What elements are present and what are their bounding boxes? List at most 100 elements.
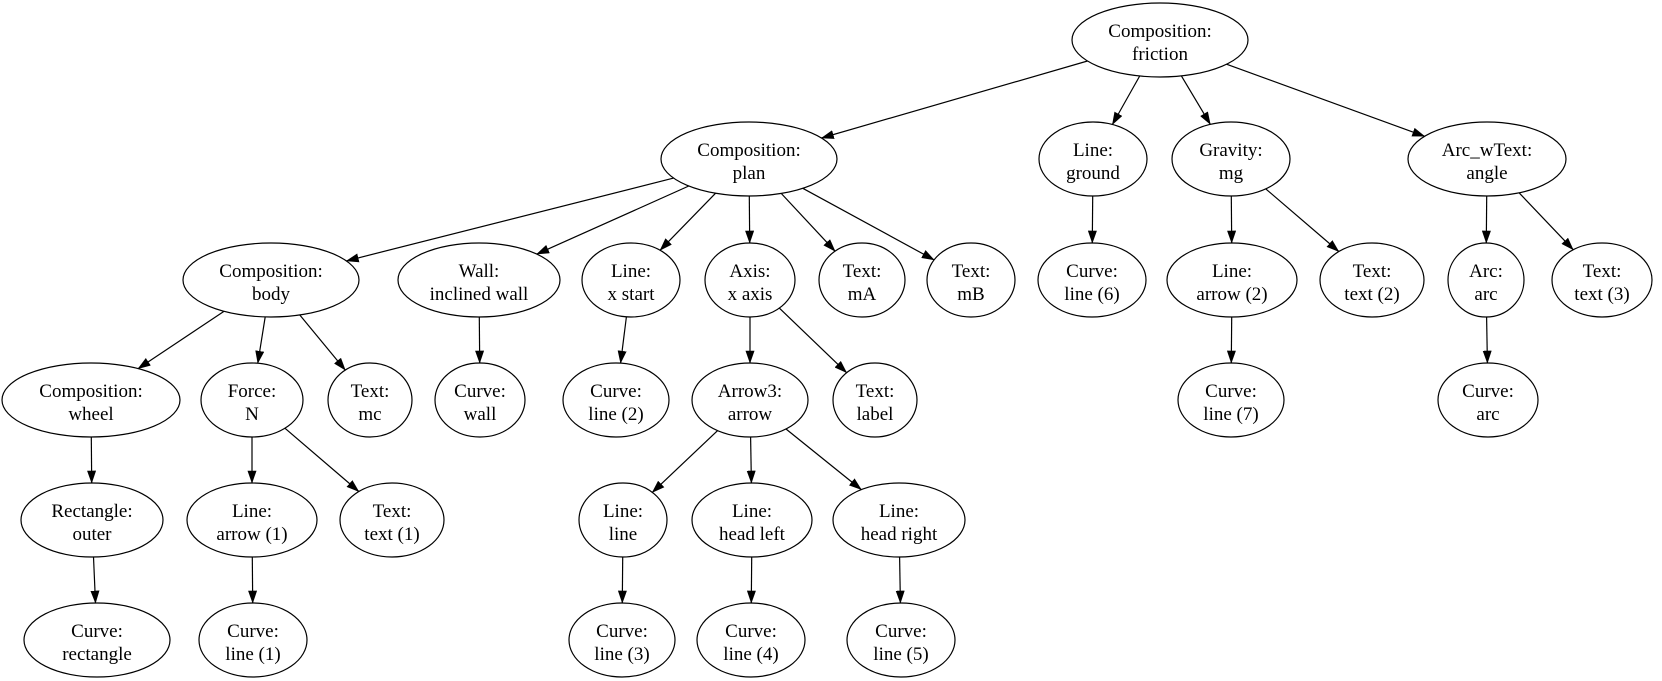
edge-plan-wall	[536, 185, 690, 255]
node-label-type-wall: Wall:	[459, 261, 500, 282]
node-label-type-mc: Text:	[351, 381, 390, 402]
node-label-name-headright: head right	[861, 524, 938, 545]
node-label-name-forceN: N	[245, 404, 259, 425]
node-arrow3: Arrow3:arrow	[691, 362, 809, 438]
node-label-name-arrow1: arrow (1)	[216, 524, 287, 545]
node-label-name-plan: plan	[733, 163, 766, 184]
node-label-name-text3: text (3)	[1574, 284, 1629, 305]
node-label-name-curveline5: line (5)	[873, 644, 928, 665]
node-mc: Text:mc	[327, 362, 413, 438]
edge-headright-curveline5	[895, 556, 905, 604]
node-label-name-text1: text (1)	[364, 524, 419, 545]
node-ellipse-text1	[339, 482, 445, 558]
node-label-type-friction: Composition:	[1108, 21, 1211, 42]
node-label-type-ground: Line:	[1073, 140, 1113, 161]
node-ellipse-body	[182, 242, 360, 318]
node-arrow1: Line:arrow (1)	[186, 482, 318, 558]
node-wheel: Composition:wheel	[1, 362, 181, 438]
node-curveline3: Curve:line (3)	[568, 602, 676, 678]
node-ellipse-xaxis	[704, 242, 796, 318]
node-curveline7: Curve:line (7)	[1177, 362, 1285, 438]
node-friction: Composition:friction	[1071, 2, 1249, 78]
node-label-type-arrow1: Line:	[232, 501, 272, 522]
node-ellipse-wheel	[1, 362, 181, 438]
node-label-name-text2: text (2)	[1344, 284, 1399, 305]
node-ellipse-mA	[818, 242, 906, 318]
node-headright: Line:head right	[832, 482, 966, 558]
edge-plan-mB	[802, 187, 935, 261]
node-ellipse-curveline3	[568, 602, 676, 678]
node-label-name-line6: line (6)	[1064, 284, 1119, 305]
edge-friction-angle	[1226, 63, 1426, 137]
node-lineline: Line:line	[578, 482, 668, 558]
node-label-type-curveline4: Curve:	[725, 621, 777, 642]
node-ellipse-text2	[1319, 242, 1425, 318]
edge-xstart-curveline2	[617, 316, 627, 364]
edge-arrow3-headleft	[746, 436, 756, 484]
edge-arrow3-headright	[785, 428, 862, 491]
edge-plan-mA	[780, 192, 836, 252]
node-ellipse-curvearc	[1437, 362, 1539, 438]
node-arrow2: Line:arrow (2)	[1166, 242, 1298, 318]
node-mA: Text:mA	[818, 242, 906, 318]
node-label-type-xstart: Line:	[611, 261, 651, 282]
node-label-type-plan: Composition:	[697, 140, 800, 161]
edge-friction-mg	[1180, 75, 1211, 125]
node-ellipse-mg	[1171, 121, 1291, 197]
node-curveline4: Curve:line (4)	[696, 602, 806, 678]
node-curveline1: Curve:line (1)	[198, 602, 308, 678]
node-label-name-label: label	[857, 404, 894, 425]
node-label-type-curvewall: Curve:	[454, 381, 506, 402]
node-label-type-curverect: Curve:	[71, 621, 123, 642]
node-label-type-arrow2: Line:	[1212, 261, 1252, 282]
edge-xaxis-label	[778, 307, 848, 374]
node-ellipse-line6	[1037, 242, 1147, 318]
node-line6: Curve:line (6)	[1037, 242, 1147, 318]
edge-plan-body	[345, 177, 674, 263]
edge-friction-plan	[820, 60, 1088, 139]
node-label-name-mg: mg	[1219, 163, 1244, 184]
node-label-name-mB: mB	[957, 284, 984, 305]
edge-plan-xstart	[659, 192, 717, 251]
node-xstart: Line:x start	[581, 242, 681, 318]
node-label-type-curveline3: Curve:	[596, 621, 648, 642]
node-label-type-body: Composition:	[219, 261, 322, 282]
node-curveline2: Curve:line (2)	[562, 362, 670, 438]
node-ellipse-xstart	[581, 242, 681, 318]
node-label-name-mc: mc	[358, 404, 381, 425]
node-text3: Text:text (3)	[1551, 242, 1653, 318]
node-label-name-curveline2: line (2)	[588, 404, 643, 425]
node-ellipse-curveline2	[562, 362, 670, 438]
node-ellipse-mB	[926, 242, 1016, 318]
node-ellipse-headleft	[691, 482, 813, 558]
node-text1: Text:text (1)	[339, 482, 445, 558]
node-label-name-angle: angle	[1466, 163, 1507, 184]
node-label-name-curvewall: wall	[464, 404, 497, 425]
node-label: Text:label	[832, 362, 918, 438]
node-label-name-xaxis: x axis	[728, 284, 773, 305]
node-ellipse-curveline1	[198, 602, 308, 678]
node-label-type-curvearc: Curve:	[1462, 381, 1514, 402]
node-label-name-ground: ground	[1066, 163, 1120, 184]
edge-outer-curverect	[90, 556, 100, 604]
node-arc: Arc:arc	[1447, 242, 1525, 318]
node-ellipse-label	[832, 362, 918, 438]
node-ellipse-curverect	[23, 602, 171, 678]
node-label-name-curveline3: line (3)	[594, 644, 649, 665]
node-curverect: Curve:rectangle	[23, 602, 171, 678]
node-label-name-wheel: wheel	[68, 404, 113, 425]
node-label-type-arrow3: Arrow3:	[718, 381, 782, 402]
node-ellipse-angle	[1407, 121, 1567, 197]
node-label-type-lineline: Line:	[603, 501, 643, 522]
node-label-type-headright: Line:	[879, 501, 919, 522]
node-ellipse-headright	[832, 482, 966, 558]
edge-body-wheel	[137, 310, 225, 370]
node-ellipse-mc	[327, 362, 413, 438]
node-label-name-arrow2: arrow (2)	[1196, 284, 1267, 305]
node-label-type-angle: Arc_wText:	[1442, 140, 1532, 161]
node-label-type-curveline5: Curve:	[875, 621, 927, 642]
node-label-name-arc: arc	[1474, 284, 1497, 305]
node-ellipse-arrow3	[691, 362, 809, 438]
node-mg: Gravity:mg	[1171, 121, 1291, 197]
